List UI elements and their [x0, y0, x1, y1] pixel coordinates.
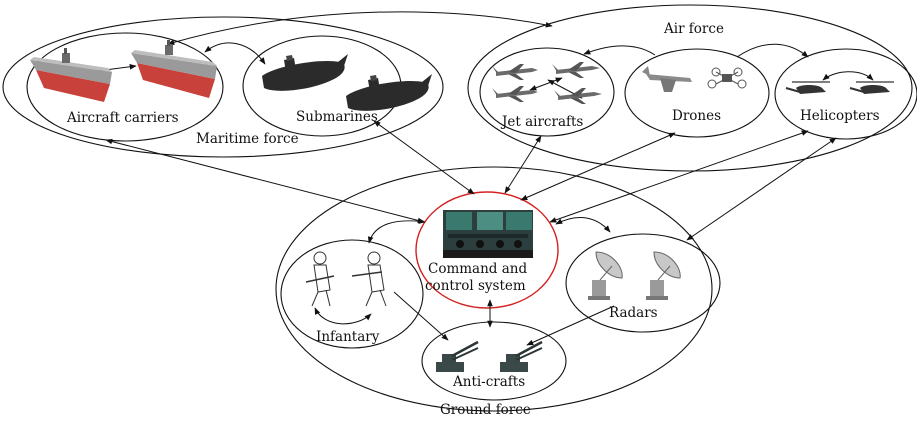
submarine-icon [262, 54, 348, 91]
arrow-drones-to-c2 [520, 132, 676, 201]
aircraft-carrier-icon [30, 48, 112, 102]
drones-label: Drones [672, 108, 721, 124]
arrow-drones-to-helicopters [736, 43, 809, 58]
drone-icon [707, 67, 747, 89]
arrow-submarines-to-c2 [373, 120, 475, 195]
soldier-icon [351, 251, 387, 307]
arrow-helicopters-to-radars [686, 137, 837, 241]
arrow-radars-to-anti-crafts [526, 305, 615, 346]
anti-crafts-label: Anti-crafts [452, 374, 525, 390]
radars-node [565, 233, 721, 333]
anti-aircraft-gun-icon [500, 340, 543, 372]
jet-aircrafts-label: Jet aircrafts [500, 114, 583, 130]
arrow-jets-to-c2 [504, 135, 542, 194]
jet-icon [554, 88, 602, 104]
radars-label: Radars [609, 305, 658, 321]
submarines-label: Submarines [296, 109, 378, 125]
jet-icon [552, 62, 600, 78]
infantry-label: Infantary [316, 329, 380, 345]
air-force-label: Air force [663, 21, 724, 37]
arrow-jets-cross-1 [529, 77, 563, 91]
infantry-node [280, 239, 424, 349]
command-control-label-line1: Command and [428, 261, 527, 277]
arrow-helicopters-to-c2 [549, 130, 809, 223]
aircraft-carrier-icon [131, 40, 217, 98]
helicopters-node [774, 48, 917, 140]
jet-icon [492, 86, 538, 102]
ground-force-ellipse [275, 166, 713, 412]
ground-force-label: Ground force [440, 402, 531, 418]
drone-icon [642, 66, 692, 92]
helicopters-label: Helicopters [800, 108, 880, 124]
command-control-node [415, 191, 559, 309]
jet-icon [492, 64, 538, 80]
arrow-infantry-loop [314, 307, 372, 325]
arrow-maritime-to-air [167, 11, 553, 45]
submarine-icon [346, 74, 432, 111]
arrow-heli-to-heli [822, 71, 874, 81]
radar-dish-icon [588, 251, 623, 300]
arrow-drones-to-jets [583, 45, 656, 56]
anti-aircraft-gun-icon [436, 340, 479, 372]
arrow-carriers-to-c2 [105, 138, 425, 224]
anti-crafts-node [421, 321, 567, 401]
control-room-icon [443, 210, 533, 258]
radar-dish-icon [646, 251, 681, 300]
maritime-force-label: Maritime force [196, 131, 299, 147]
aircraft-carriers-label: Aircraft carriers [66, 110, 179, 126]
arrow-carrier-to-submarines [204, 42, 266, 65]
helicopter-icon [785, 81, 830, 94]
arrow-c2-to-infantry [367, 218, 426, 244]
arrow-c2-to-radars [555, 217, 611, 233]
soldier-icon [305, 251, 335, 307]
arrow-infantry-to-anti-crafts [393, 291, 449, 341]
connections [73, 11, 874, 346]
command-control-label-line2: control system [425, 278, 526, 294]
helicopter-icon [849, 81, 894, 94]
